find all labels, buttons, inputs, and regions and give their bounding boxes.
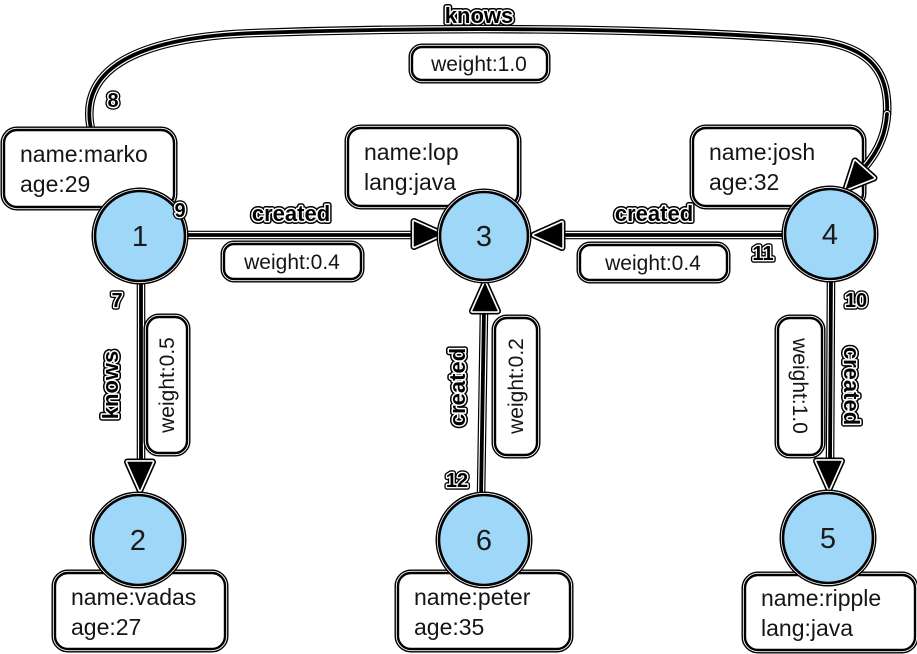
node-6-property: name:peter [414, 584, 531, 610]
svg-text:7: 7 [111, 290, 122, 312]
edge-10-weight-box: weight:1.0 [778, 318, 822, 455]
svg-text:created: created [252, 201, 330, 226]
svg-text:9: 9 [174, 200, 185, 222]
svg-text:created: created [252, 201, 330, 226]
edge-11-weight-box: weight:0.4 [580, 245, 727, 280]
edge-9-weight: weight:0.4 [243, 251, 340, 274]
edge-11-arrowhead-icon [534, 223, 562, 248]
node-5-id: 5 [820, 523, 836, 555]
node-1-id: 1 [132, 221, 148, 253]
svg-text:created: created [252, 201, 330, 226]
edge-8-label: knows knows knows [442, 0, 516, 31]
node-3-property: name:lop [364, 139, 459, 165]
svg-text:7: 7 [111, 290, 122, 312]
edge-12-label: created created created [442, 345, 473, 429]
svg-text:10: 10 [845, 290, 867, 312]
node-3-circle: 3 [440, 192, 528, 280]
node-2-id: 2 [130, 525, 146, 557]
edge-11-weight: weight:0.4 [604, 252, 701, 275]
edge-10-weight: weight:1.0 [788, 337, 811, 434]
edge-8-weight-box: weight:1.0 [412, 47, 547, 80]
svg-text:8: 8 [107, 90, 118, 112]
edge-10-label: created created created [836, 344, 867, 428]
edge-12-weight-box: weight:0.2 [495, 318, 537, 455]
node-5-properties-box: name:ripple lang:java [745, 575, 915, 650]
svg-text:created: created [445, 348, 470, 426]
node-6-properties-box: name:peter age:35 [398, 573, 570, 649]
edge-9-label: created created created [249, 198, 333, 229]
edge-9-weight-box: weight:0.4 [224, 244, 361, 279]
node-6-property: age:35 [414, 614, 484, 640]
edge-9-id: 9 9 9 [172, 197, 189, 225]
node-2-circle: 2 [93, 495, 183, 585]
svg-text:11: 11 [752, 243, 773, 265]
svg-text:11: 11 [752, 243, 773, 265]
node-1-property: name:marko [20, 141, 148, 167]
node-4-id: 4 [822, 219, 838, 251]
edge-12-weight: weight:0.2 [505, 338, 528, 435]
svg-text:8: 8 [107, 90, 118, 112]
svg-text:knows: knows [98, 351, 123, 419]
node-4-properties-box: name:josh age:32 [693, 128, 863, 206]
edge-7-weight-box: weight:0.5 [147, 317, 187, 453]
node-3-properties-box: name:lop lang:java [348, 128, 518, 206]
node-6-circle: 6 [439, 495, 529, 585]
edge-7-arrowhead-icon [128, 462, 153, 490]
svg-text:created: created [839, 347, 864, 425]
edge-7-weight: weight:0.5 [156, 337, 179, 434]
node-4-circle: 4 [785, 189, 875, 279]
svg-text:12: 12 [446, 470, 468, 492]
edge-8-weight: weight:1.0 [430, 53, 527, 76]
svg-text:created: created [615, 201, 693, 226]
edge-11-label: created created created [612, 198, 696, 229]
node-2-property: name:vadas [71, 584, 196, 610]
svg-text:9: 9 [174, 200, 185, 222]
svg-text:created: created [839, 347, 864, 425]
edge-10-arrowhead-icon [817, 461, 842, 489]
node-4-property: age:32 [709, 169, 779, 195]
node-2-properties-box: name:vadas age:27 [55, 573, 225, 649]
edge-7-id: 7 7 7 [109, 287, 126, 315]
svg-text:knows: knows [98, 351, 123, 419]
svg-text:11: 11 [752, 243, 773, 265]
svg-text:knows: knows [445, 3, 513, 28]
edge-10-id: 10 10 10 [842, 287, 870, 315]
svg-text:created: created [445, 348, 470, 426]
svg-text:9: 9 [174, 200, 185, 222]
node-1-properties-box: name:marko age:29 [4, 130, 174, 207]
svg-text:12: 12 [446, 470, 468, 492]
svg-text:knows: knows [98, 351, 123, 419]
svg-text:created: created [615, 201, 693, 226]
svg-text:10: 10 [845, 290, 867, 312]
edge-8-id: 8 8 8 [105, 87, 122, 115]
svg-text:knows: knows [445, 3, 513, 28]
edge-11-id: 11 11 11 [750, 240, 777, 268]
svg-text:12: 12 [446, 470, 468, 492]
edge-12-id: 12 12 12 [443, 467, 471, 495]
edge-7-label: knows knows knows [95, 348, 126, 422]
node-1-circle: 1 [95, 191, 185, 281]
node-3-id: 3 [476, 221, 492, 253]
node-4-property: name:josh [709, 139, 815, 165]
svg-text:8: 8 [107, 90, 118, 112]
svg-text:10: 10 [845, 290, 867, 312]
svg-text:created: created [615, 201, 693, 226]
node-5-property: lang:java [761, 615, 853, 641]
node-3-property: lang:java [364, 169, 456, 195]
node-5-circle: 5 [783, 493, 873, 583]
node-6-id: 6 [476, 525, 492, 557]
node-1-property: age:29 [20, 171, 90, 197]
svg-text:created: created [445, 348, 470, 426]
svg-text:knows: knows [445, 3, 513, 28]
svg-text:created: created [839, 347, 864, 425]
node-5-property: name:ripple [761, 585, 881, 611]
svg-text:7: 7 [111, 290, 122, 312]
edge-12-arrowhead-icon [473, 283, 498, 311]
node-2-property: age:27 [71, 614, 141, 640]
